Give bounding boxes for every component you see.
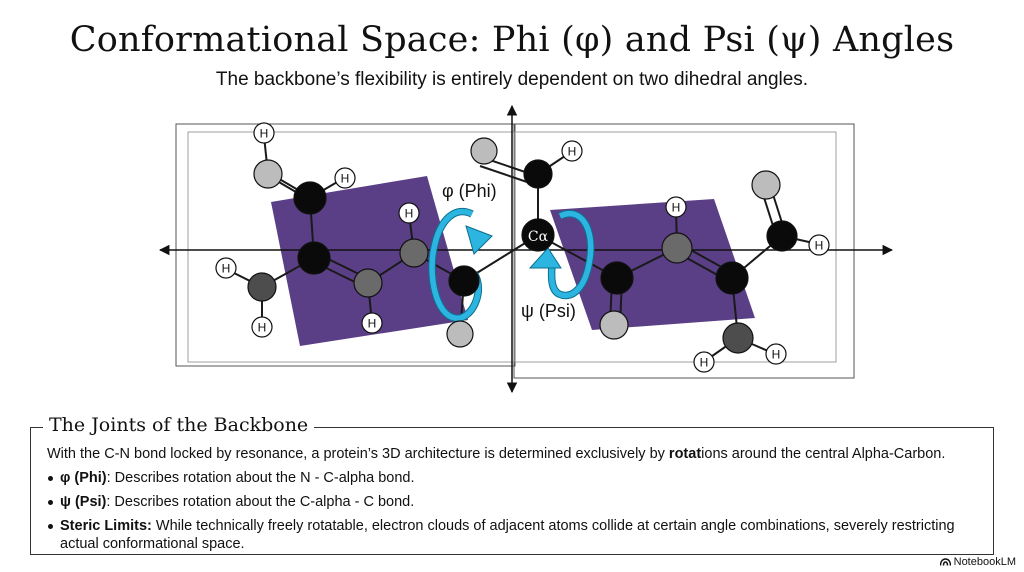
atom-black — [297, 241, 331, 275]
atom-light-gray — [599, 310, 629, 340]
info-card: The Joints of the Backbone With the C-N … — [30, 414, 994, 555]
bullet-phi: φ (Phi): Describes rotation about the N … — [47, 469, 979, 487]
peptide-plane-right — [550, 199, 755, 330]
svg-text:H: H — [341, 172, 350, 186]
atom-dark-gray — [399, 238, 429, 268]
hydrogen-atom: H — [765, 343, 787, 365]
bullet-steric: Steric Limits: While technically freely … — [47, 517, 979, 553]
hydrogen-atom: H — [215, 257, 237, 279]
atom-dark-gray — [722, 322, 754, 354]
atom-light-gray — [253, 159, 283, 189]
atom-black — [715, 261, 749, 295]
hydrogen-atom: H — [334, 167, 356, 189]
atom-black — [448, 265, 480, 297]
hydrogen-atom: H — [398, 202, 420, 224]
notebooklm-logo-icon — [939, 558, 951, 566]
svg-text:H: H — [258, 321, 267, 335]
atom-light-gray — [751, 170, 781, 200]
atom-black — [600, 261, 634, 295]
svg-text:H: H — [815, 239, 824, 253]
bullet-text: : Describes rotation about the C-alpha -… — [106, 494, 415, 510]
hydrogen-atom: H — [693, 351, 715, 373]
psi-label: ψ (Psi) — [521, 301, 576, 321]
hydrogen-atom: H — [808, 234, 830, 256]
svg-text:H: H — [260, 127, 269, 141]
psi-rotation-arrow — [528, 210, 595, 300]
hydrogen-atom: H — [561, 140, 583, 162]
atom-dark-gray — [353, 268, 383, 298]
notebooklm-badge: NotebookLM — [939, 556, 1016, 568]
atoms — [247, 137, 798, 354]
bullet-term: ψ (Psi) — [60, 494, 107, 510]
frame-left-inner — [187, 131, 516, 363]
atom-black — [523, 159, 553, 189]
atom-alpha-carbon — [521, 218, 555, 252]
hydrogens: H H H H H H H H H H H — [215, 122, 830, 373]
frame-right-inner — [513, 131, 837, 363]
hydrogen-atom: H — [251, 316, 273, 338]
intro-text: With the C-N bond locked by resonance, a… — [47, 446, 669, 462]
atom-light-gray — [470, 137, 498, 165]
bullet-term: Steric Limits: — [60, 518, 152, 534]
phi-label: φ (Phi) — [442, 181, 497, 201]
atom-dark-gray — [661, 232, 693, 264]
hydrogen-atom: H — [665, 196, 687, 218]
bullet-text: : Describes rotation about the N - C-alp… — [106, 470, 415, 486]
intro-text-end: ions around the central Alpha-Carbon. — [701, 446, 946, 462]
page-subtitle: The backbone’s flexibility is entirely d… — [215, 69, 809, 90]
backbone-diagram: H H H H H H H H H H H Cα φ (Phi) ψ (Psi) — [158, 104, 894, 394]
card-body: With the C-N bond locked by resonance, a… — [47, 445, 979, 559]
atom-black — [293, 181, 327, 215]
bullet-text: While technically freely rotatable, elec… — [60, 518, 955, 552]
phi-rotation-arrow — [428, 207, 493, 322]
atom-black — [766, 220, 798, 252]
alpha-carbon-label: Cα — [528, 229, 549, 245]
svg-text:H: H — [568, 145, 577, 159]
peptide-plane-left — [271, 176, 468, 346]
page-title: Conformational Space: Phi (φ) and Psi (ψ… — [69, 20, 955, 60]
bullet-term: φ (Phi) — [60, 470, 107, 486]
hydrogen-atom: H — [361, 312, 383, 334]
svg-text:H: H — [222, 262, 231, 276]
svg-text:H: H — [368, 317, 377, 331]
atom-dark-gray — [247, 272, 277, 302]
svg-text:H: H — [672, 201, 681, 215]
svg-text:H: H — [772, 348, 781, 362]
card-intro: With the C-N bond locked by resonance, a… — [47, 445, 979, 463]
svg-text:H: H — [700, 356, 709, 370]
card-title: The Joints of the Backbone — [43, 414, 315, 436]
watermark-text: NotebookLM — [953, 556, 1016, 568]
intro-bold: rotat — [668, 446, 702, 462]
bullet-psi: ψ (Psi): Describes rotation about the C-… — [47, 493, 979, 511]
atom-light-gray — [446, 320, 474, 348]
svg-text:H: H — [405, 207, 414, 221]
hydrogen-atom: H — [253, 122, 275, 144]
bullet-list: φ (Phi): Describes rotation about the N … — [47, 469, 979, 553]
